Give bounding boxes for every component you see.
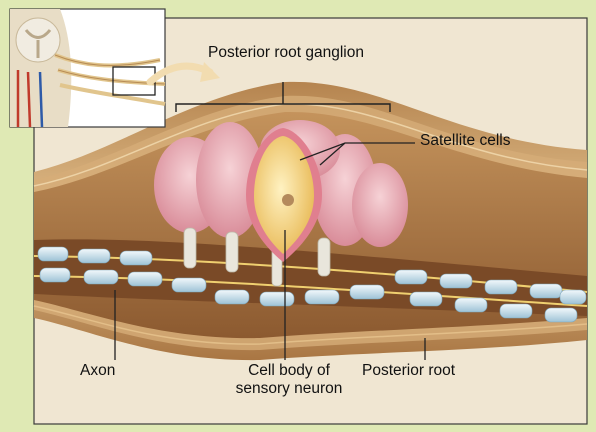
spinal-cord-inset — [10, 9, 165, 127]
nucleus — [282, 194, 294, 206]
label-cell-body-line2: sensory neuron — [221, 380, 357, 398]
label-cell-body-line1: Cell body of — [221, 362, 357, 380]
label-cell-body: Cell body of sensory neuron — [221, 362, 357, 398]
label-satellite-cells: Satellite cells — [420, 132, 510, 150]
label-posterior-root: Posterior root — [362, 362, 455, 380]
label-axon: Axon — [80, 362, 115, 380]
label-posterior-root-ganglion: Posterior root ganglion — [208, 44, 364, 62]
